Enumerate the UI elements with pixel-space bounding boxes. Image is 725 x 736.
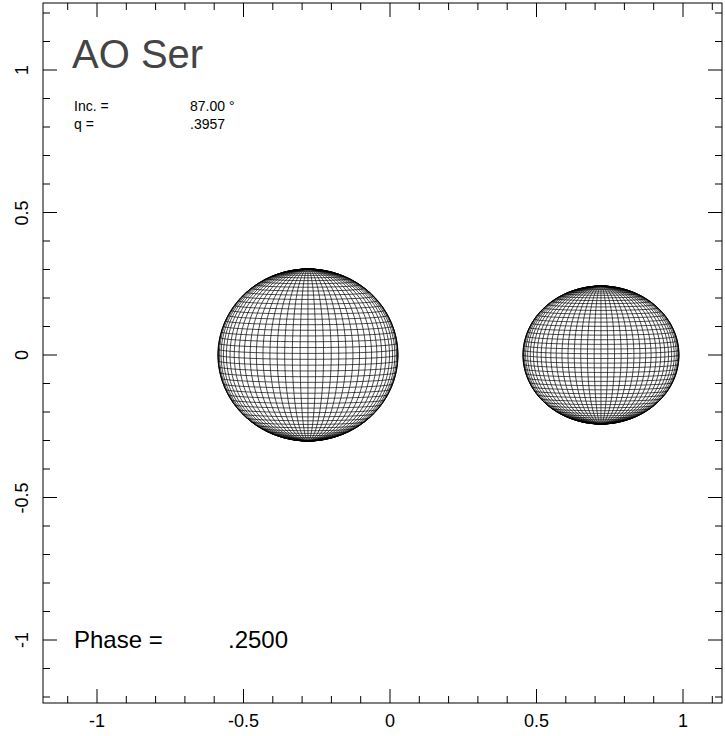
- parameter-value: .3957: [190, 117, 225, 131]
- y-tick-label: 0.5: [13, 200, 31, 225]
- parameter-label: q =: [74, 117, 94, 131]
- secondary-star: [523, 286, 679, 424]
- x-tick-label: -1: [89, 712, 105, 730]
- star-name-title: AO Ser: [72, 34, 203, 74]
- plot-frame: [43, 3, 722, 703]
- phase-label: Phase =: [74, 628, 163, 652]
- y-tick-label: -0.5: [13, 482, 31, 513]
- y-tick-label: 1: [13, 65, 31, 75]
- x-tick-label: 1: [678, 712, 688, 730]
- y-tick-label: -1: [13, 632, 31, 648]
- axis-ticks: [43, 3, 722, 703]
- parameter-label: Inc. =: [74, 99, 109, 113]
- primary-star: [218, 269, 398, 441]
- x-tick-label: 0.5: [524, 712, 549, 730]
- y-tick-label: 0: [13, 350, 31, 360]
- parameter-value: 87.00 °: [190, 99, 235, 113]
- x-tick-label: 0: [385, 712, 395, 730]
- x-tick-label: -0.5: [228, 712, 259, 730]
- phase-value: .2500: [228, 628, 288, 652]
